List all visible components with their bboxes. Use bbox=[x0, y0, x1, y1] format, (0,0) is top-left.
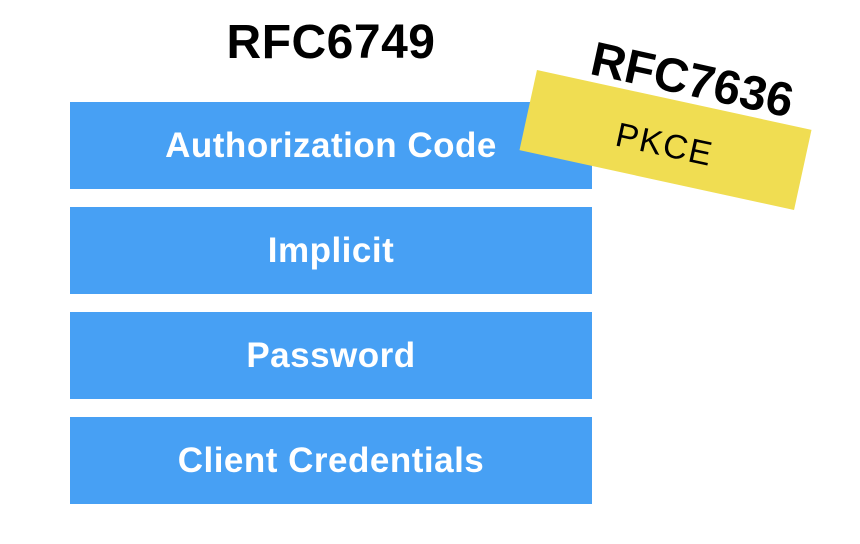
rfc6749-heading: RFC6749 bbox=[226, 16, 436, 69]
flow-bar-implicit: Implicit bbox=[70, 207, 592, 294]
flow-bar-client-credentials: Client Credentials bbox=[70, 417, 592, 504]
flow-bar-list: Authorization Code Implicit Password Cli… bbox=[70, 102, 592, 504]
flow-bar-password: Password bbox=[70, 312, 592, 399]
flow-bar-authorization-code: Authorization Code bbox=[70, 102, 592, 189]
flow-bar-label: Client Credentials bbox=[177, 440, 485, 480]
pkce-sticker-label: PKCE bbox=[612, 115, 717, 174]
flow-bar-label: Password bbox=[246, 335, 416, 375]
flow-bar-label: Authorization Code bbox=[165, 125, 497, 165]
flow-bar-label: Implicit bbox=[267, 230, 395, 270]
